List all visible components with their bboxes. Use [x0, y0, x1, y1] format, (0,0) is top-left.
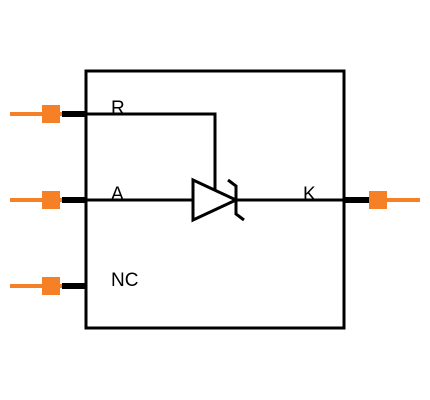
pin-k-label: K: [303, 184, 316, 205]
pin-nc-marker: [42, 277, 60, 295]
pin-r-label: R: [111, 98, 125, 119]
pin-a-label: A: [111, 184, 124, 205]
pin-a-marker: [42, 191, 60, 209]
thyristor-triangle: [191, 177, 240, 223]
pin-k-marker: [369, 191, 387, 209]
pin-r[interactable]: [10, 105, 86, 123]
gate-wire: [86, 112, 217, 191]
pin-r-marker: [42, 105, 60, 123]
pin-k[interactable]: [344, 191, 420, 209]
pin-a[interactable]: [10, 191, 86, 209]
pin-nc[interactable]: [10, 277, 86, 295]
pin-nc-label: NC: [111, 270, 138, 291]
thyristor-cathode-bar: [227, 178, 245, 222]
thyristor-scr-icon: [191, 177, 245, 223]
